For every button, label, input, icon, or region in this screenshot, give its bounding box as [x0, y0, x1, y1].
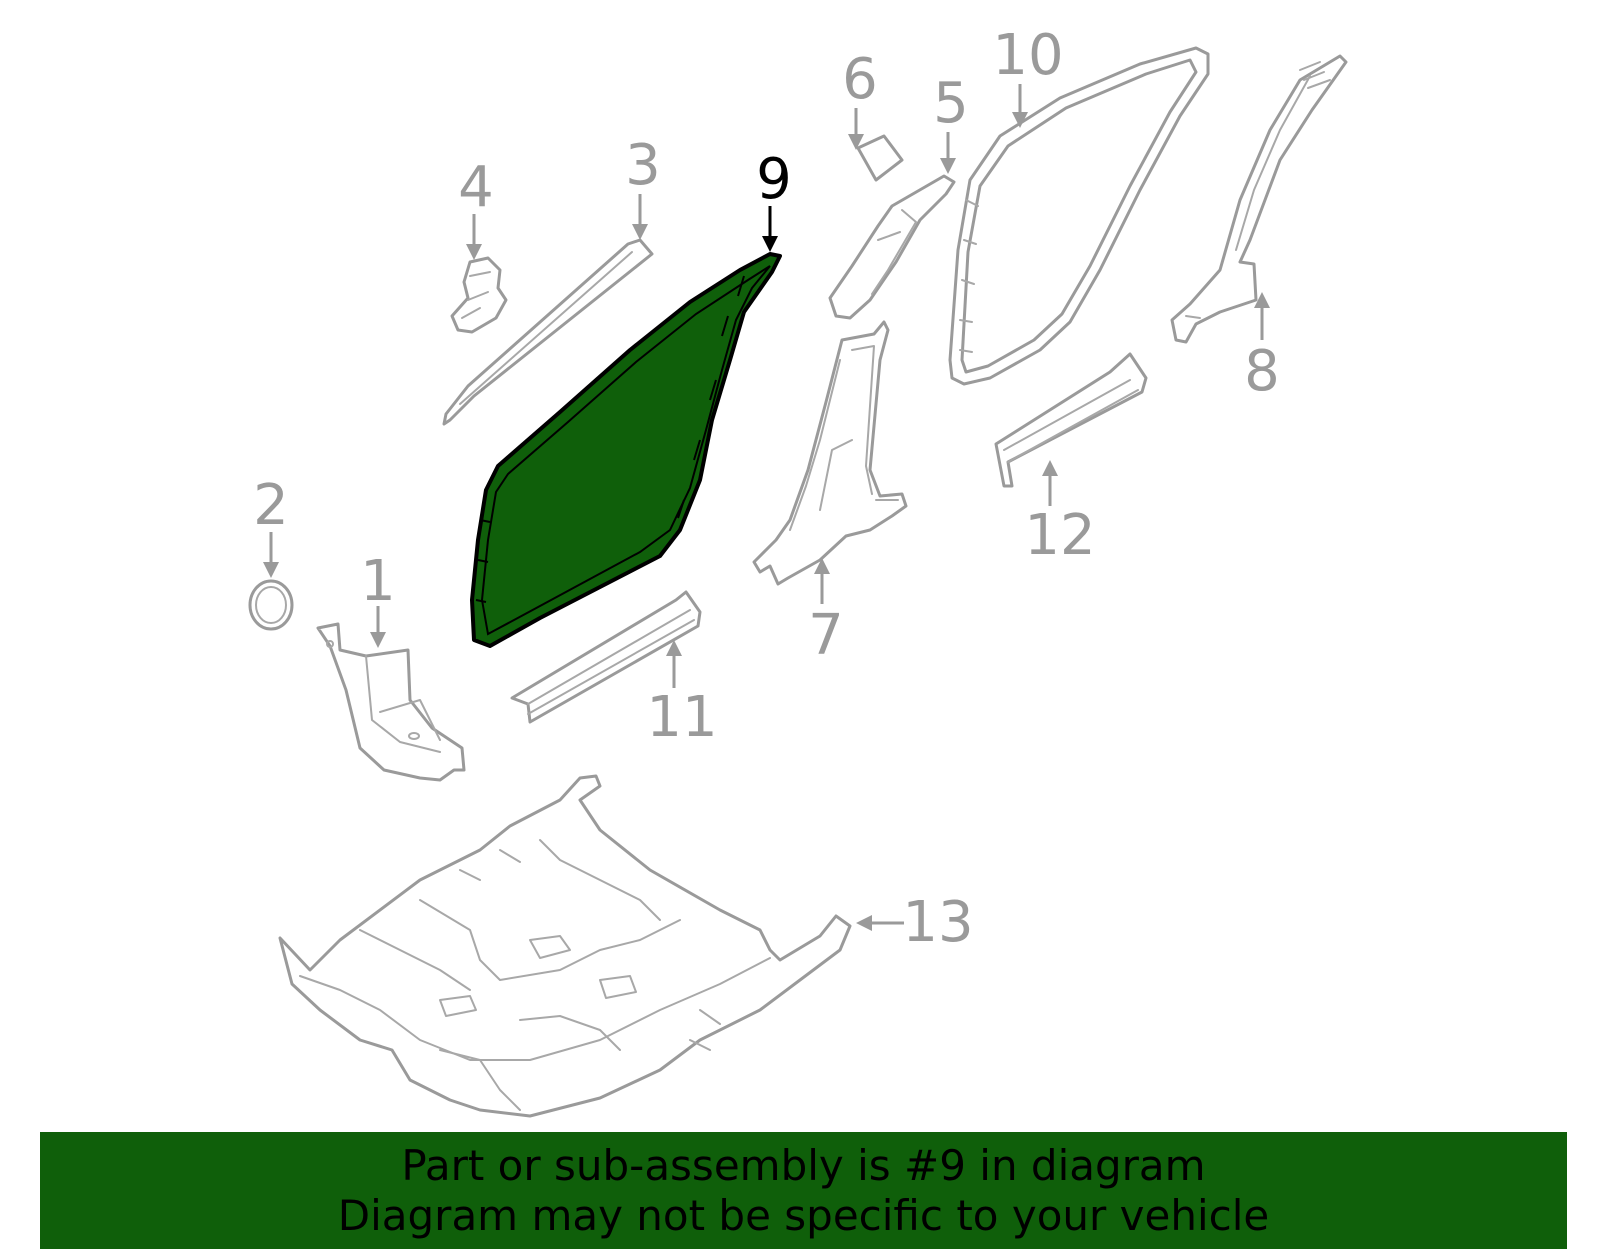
- part-2-grommet: [248, 579, 294, 631]
- part-6-cap: [856, 134, 904, 182]
- part-1-kick-panel: [316, 622, 466, 782]
- callout-12: 12: [1024, 460, 1096, 568]
- part-11-sill-plate: [510, 590, 702, 724]
- callout-5: 5: [933, 71, 969, 174]
- part-7-center-pillar-trim: [752, 320, 908, 586]
- svg-text:7: 7: [808, 603, 844, 668]
- svg-text:2: 2: [253, 473, 289, 538]
- callout-4: 4: [458, 155, 494, 260]
- part-5-upper-pillar-trim: [828, 174, 956, 320]
- svg-text:5: 5: [933, 71, 969, 136]
- callout-1: 1: [360, 549, 396, 648]
- svg-text:4: 4: [458, 155, 494, 220]
- svg-text:8: 8: [1244, 339, 1280, 404]
- part-3-trim-strip: [442, 238, 654, 426]
- callout-13: 13: [856, 890, 974, 955]
- svg-text:9: 9: [756, 147, 792, 212]
- part-10-door-weatherstrip: [948, 46, 1210, 386]
- callout-2: 2: [253, 473, 289, 578]
- callout-10: 10: [992, 23, 1064, 128]
- part-12-rear-sill-plate: [994, 352, 1148, 488]
- svg-text:12: 12: [1024, 503, 1095, 568]
- svg-text:13: 13: [902, 890, 973, 955]
- svg-text:11: 11: [646, 685, 717, 750]
- callout-6: 6: [842, 47, 878, 150]
- part-13-floor-carpet: [278, 774, 852, 1118]
- svg-text:1: 1: [360, 549, 396, 614]
- callout-9: 9: [756, 147, 792, 252]
- callout-8: 8: [1244, 292, 1280, 404]
- banner-line-disclaimer: Diagram may not be specific to your vehi…: [337, 1190, 1270, 1240]
- part-9-weatherstrip: [470, 252, 782, 648]
- part-4-clip: [450, 256, 508, 334]
- callout-11: 11: [646, 640, 718, 750]
- part-8-rear-pillar-trim: [1170, 54, 1348, 344]
- svg-text:3: 3: [625, 133, 661, 198]
- svg-text:6: 6: [842, 47, 878, 112]
- callout-7: 7: [808, 558, 844, 668]
- info-banner: Part or sub-assembly is #9 in diagram Di…: [40, 1132, 1567, 1249]
- callout-3: 3: [625, 133, 661, 240]
- banner-line-part: Part or sub-assembly is #9 in diagram: [401, 1140, 1206, 1190]
- svg-text:10: 10: [992, 23, 1063, 88]
